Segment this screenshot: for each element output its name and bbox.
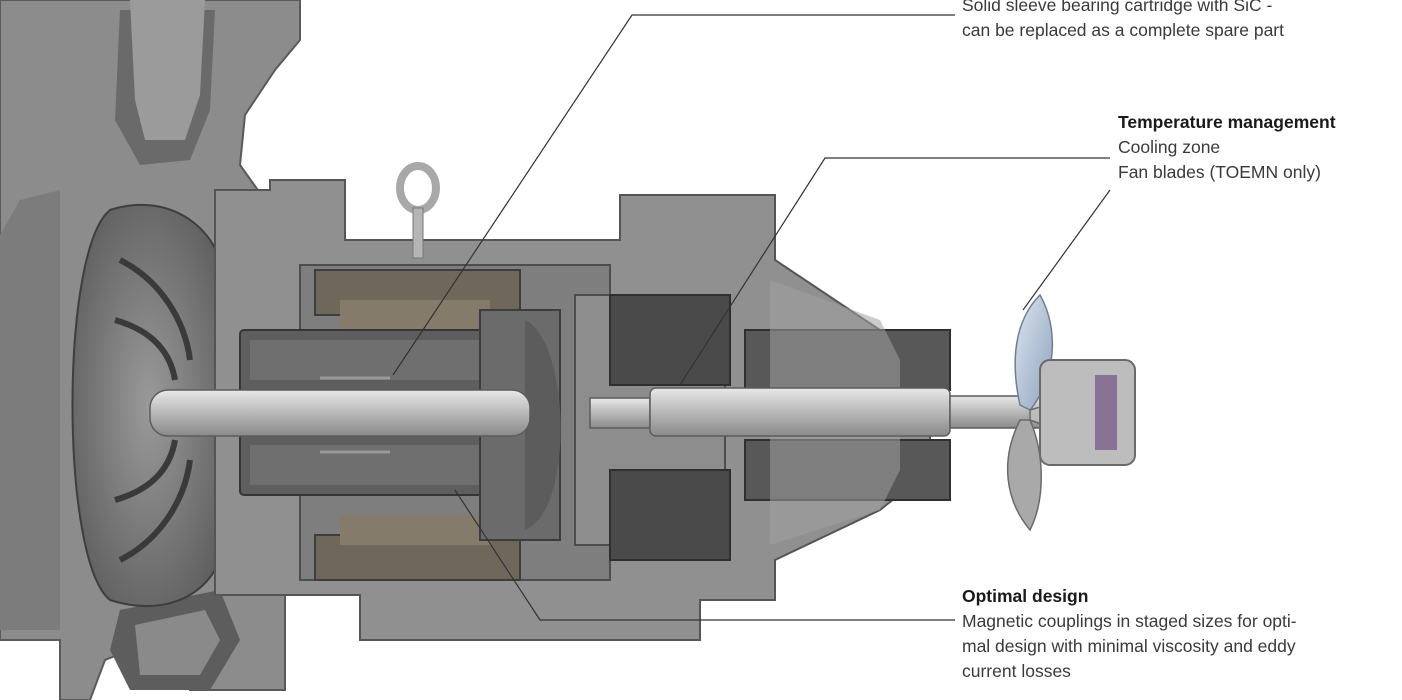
- annotation-line: Magnetic couplings in staged sizes for o…: [962, 611, 1297, 631]
- annotation-title: Optimal design: [962, 586, 1089, 606]
- annotation-bearing-cartridge: Solid sleeve bearing cartridge with SiC …: [962, 0, 1284, 43]
- annotation-line: current losses: [962, 661, 1071, 681]
- annotation-line: Solid sleeve bearing cartridge with SiC …: [962, 0, 1273, 15]
- leader-magnetic-coupling: [454, 489, 955, 621]
- lifting-eye-bolt: [396, 162, 440, 259]
- annotation-title: Temperature management: [1118, 112, 1336, 132]
- leader-bearing: [392, 14, 955, 376]
- cooling-fan: [1006, 293, 1136, 532]
- annotation-line: mal design with minimal viscosity and ed…: [962, 636, 1296, 656]
- annotation-optimal-design: Optimal design Magnetic couplings in sta…: [962, 584, 1392, 684]
- shaft: [149, 387, 1041, 437]
- impeller: [71, 203, 227, 608]
- leader-cooling-zone: [679, 157, 1110, 386]
- annotation-line: can be replaced as a complete spare part: [962, 20, 1284, 40]
- leader-lines: [392, 14, 1111, 621]
- outer-magnet-rotor: [314, 269, 521, 581]
- annotation-temperature-management: Temperature management Cooling zone Fan …: [1118, 110, 1336, 185]
- annotation-line: Cooling zone: [1118, 137, 1221, 157]
- annotation-line: Fan blades (TOEMN only): [1118, 162, 1321, 182]
- motor-side-housing: [609, 280, 951, 561]
- leader-fan-blades: [1022, 189, 1111, 311]
